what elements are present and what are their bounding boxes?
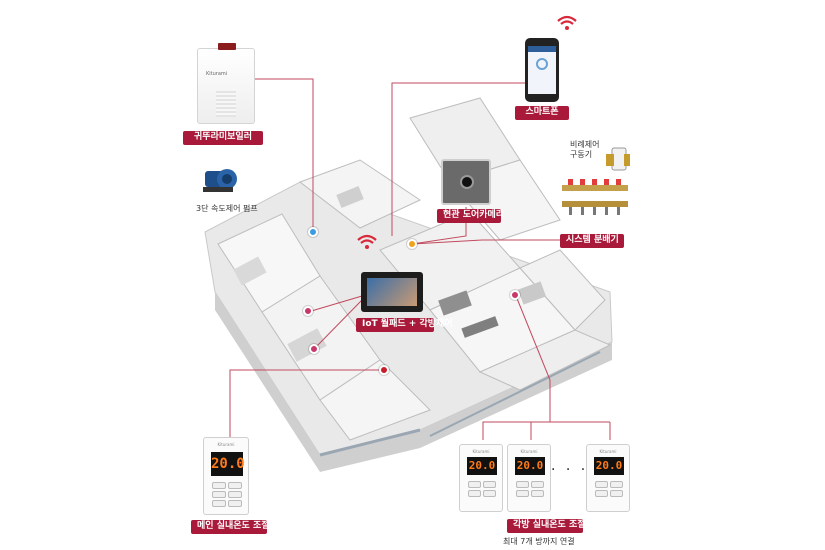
boiler-image: Kiturami [197, 43, 255, 124]
pump-label: 3단 속도제어 펌프 [196, 204, 258, 213]
manifold-image [562, 179, 628, 215]
marker-main-thermostat-link [379, 365, 389, 375]
room-thermostat-image: Kiturami 20.0 [586, 444, 630, 512]
wallpad-label: IoT 월패드 + 각방제어 [356, 318, 453, 332]
thermostat-display: 20.0 [594, 457, 624, 475]
thermostat-display: 20.0 [515, 457, 545, 475]
brand-logo: Kiturami [599, 449, 617, 454]
marker-room-2 [309, 344, 319, 354]
brand-logo: Kiturami [206, 71, 228, 77]
smartphone-label: 스마트폰 [515, 106, 569, 120]
marker-room-1 [303, 306, 313, 316]
marker-boiler-link [308, 227, 318, 237]
door-camera-image [441, 159, 491, 205]
valve-actuator-label: 비례제어 구동기 [570, 140, 600, 159]
room-thermostat-image: Kiturami 20.0 [507, 444, 551, 512]
smartphone-image [525, 38, 559, 102]
connector-lines [229, 78, 611, 440]
room-thermostat-image: Kiturami 20.0 [459, 444, 503, 512]
boiler-label: 귀뚜라미보일러 [183, 131, 263, 145]
brand-logo: Kiturami [217, 442, 235, 447]
marker-doorcam-link [407, 239, 417, 249]
room-thermostat-label: 각방 실내온도 조절기 [507, 519, 594, 533]
brand-logo: Kiturami [520, 449, 538, 454]
room-thermostat-note: 최대 7개 방까지 연결 [503, 537, 575, 546]
door-camera-label: 현관 도어카메라 [437, 209, 504, 223]
thermostat-display: 20.0 [467, 457, 497, 475]
marker-room-3 [510, 290, 520, 300]
manifold-label: 시스템 분배기 [560, 234, 624, 248]
valve-actuator-icon [606, 147, 630, 171]
main-thermostat-image: Kiturami 20.0 [203, 437, 249, 515]
thermostat-display: 20.0 [211, 452, 245, 476]
wallpad-image [361, 272, 423, 312]
main-thermostat-label: 메인 실내온도 조절기 [191, 520, 278, 534]
wifi-icon [357, 234, 377, 249]
pump-icon [203, 169, 237, 192]
wifi-icon [557, 15, 577, 30]
brand-logo: Kiturami [472, 449, 490, 454]
